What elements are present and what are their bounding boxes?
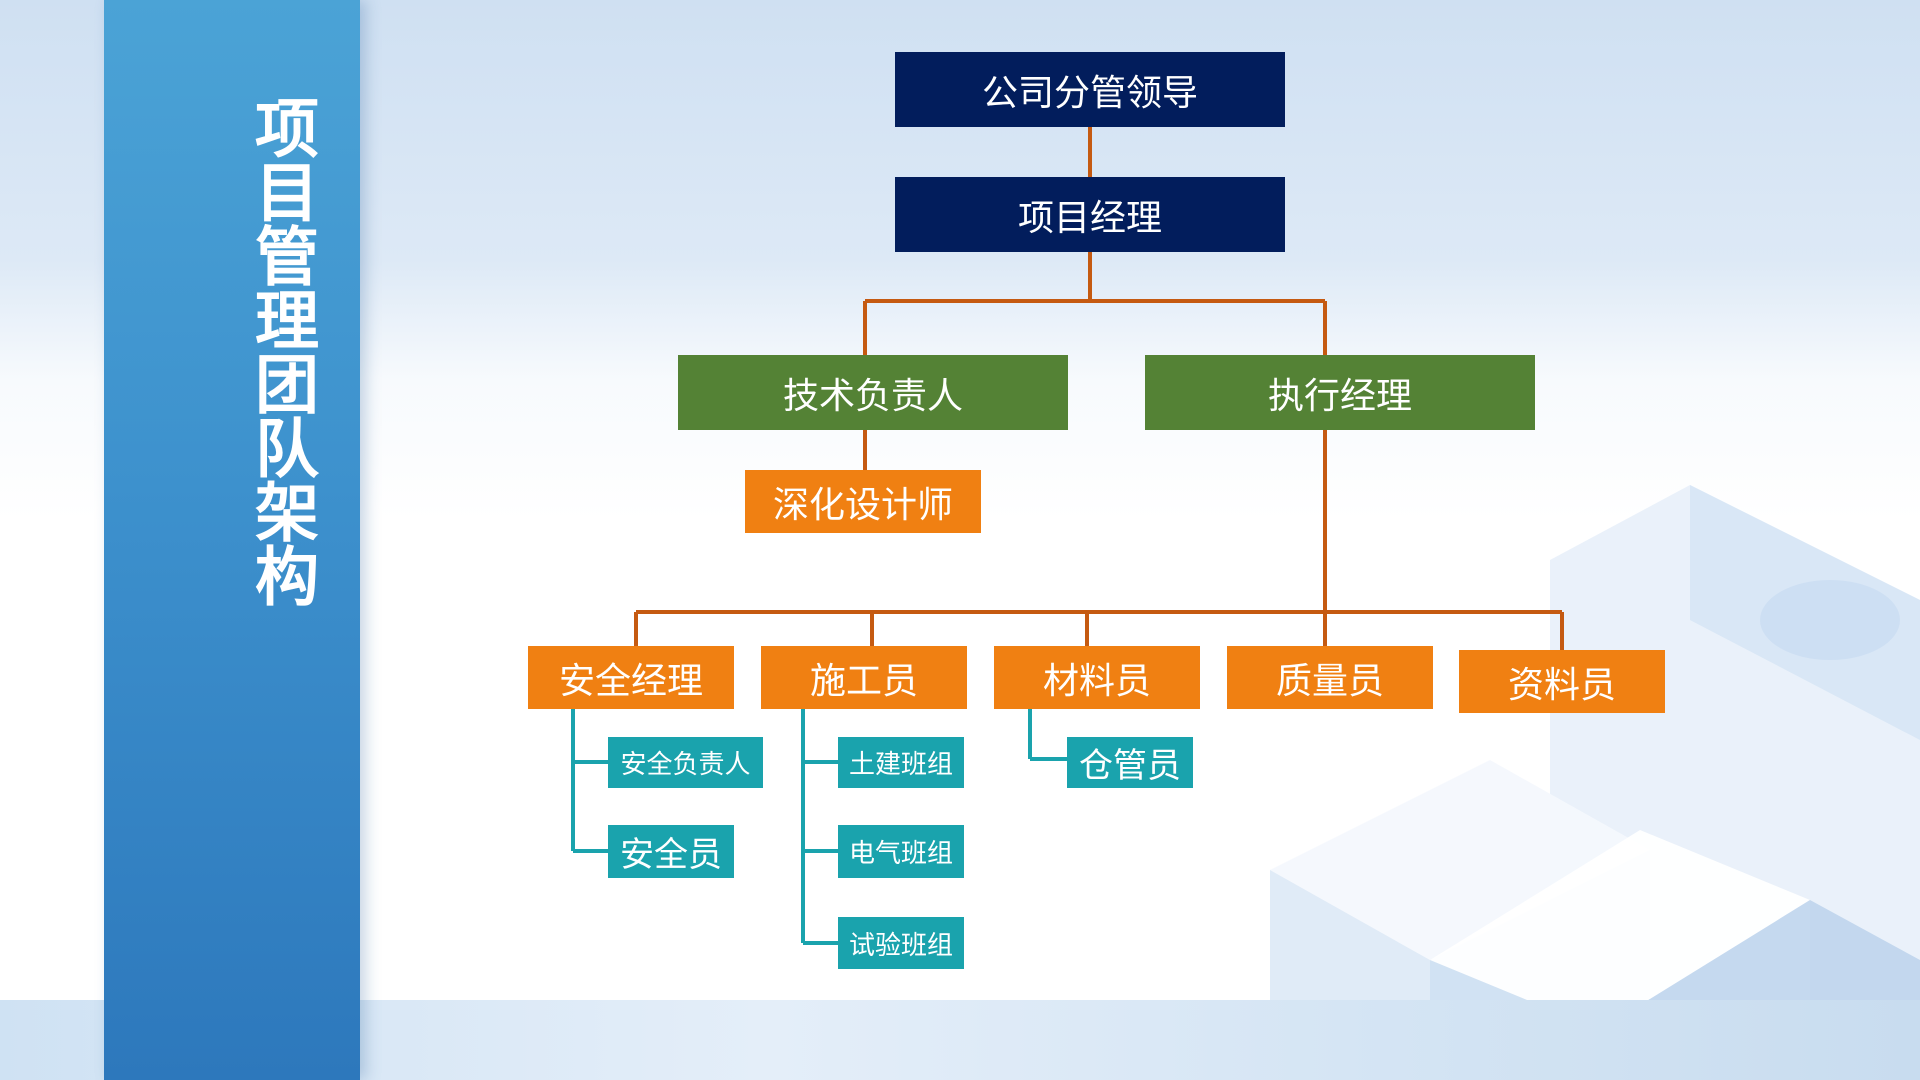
node-tech-lead: 技术负责人 xyxy=(678,355,1068,430)
node-documents: 资料员 xyxy=(1459,650,1665,713)
page-title: 项目管理团队架构 xyxy=(244,95,318,607)
node-civil-team: 土建班组 xyxy=(838,737,964,788)
sidebar xyxy=(104,0,360,1080)
node-project-manager: 项目经理 xyxy=(895,177,1285,252)
node-leader: 公司分管领导 xyxy=(895,52,1285,127)
node-warehouse: 仓管员 xyxy=(1067,737,1193,788)
node-designer: 深化设计师 xyxy=(745,470,981,533)
node-quality: 质量员 xyxy=(1227,646,1433,709)
node-electrical-team: 电气班组 xyxy=(838,825,964,878)
node-exec-manager: 执行经理 xyxy=(1145,355,1535,430)
node-safety-manager: 安全经理 xyxy=(528,646,734,709)
node-safety-officer: 安全员 xyxy=(608,825,734,878)
node-materials: 材料员 xyxy=(994,646,1200,709)
node-test-team: 试验班组 xyxy=(838,917,964,969)
node-construction: 施工员 xyxy=(761,646,967,709)
node-safety-lead: 安全负责人 xyxy=(608,737,763,788)
